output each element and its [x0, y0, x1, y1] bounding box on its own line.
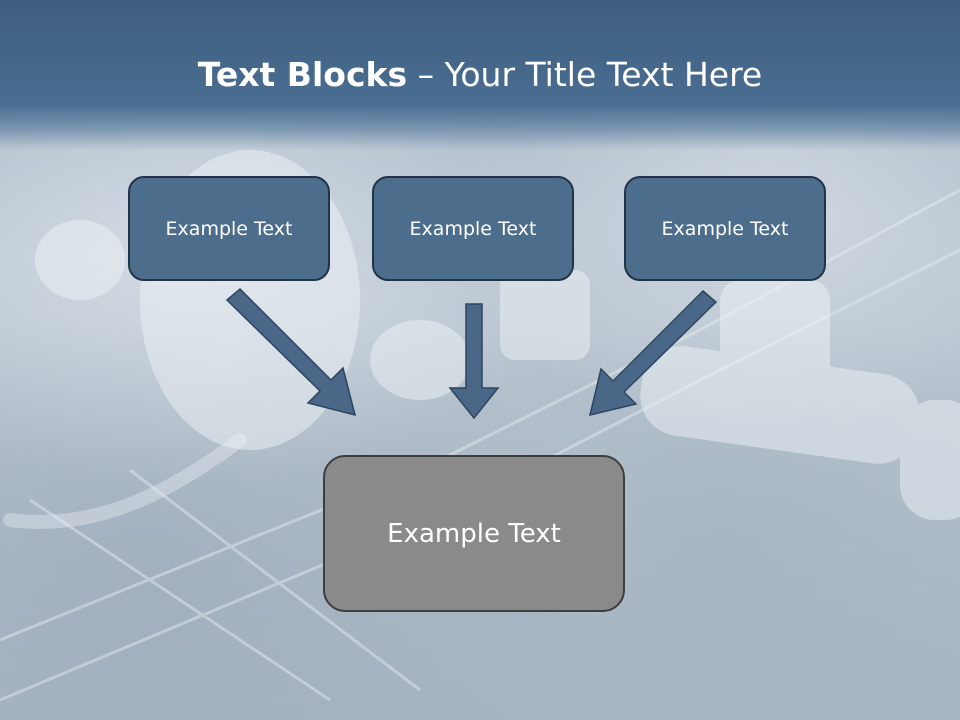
text-block-1[interactable]: Example Text — [128, 176, 330, 281]
target-text-block[interactable]: Example Text — [323, 455, 625, 612]
text-block-2[interactable]: Example Text — [372, 176, 574, 281]
arrow-left-to-center — [225, 287, 357, 417]
arrow-middle-to-center — [448, 303, 500, 420]
text-block-2-label: Example Text — [409, 217, 537, 240]
arrow-right-to-center — [588, 289, 718, 417]
title-bold: Text Blocks — [197, 55, 408, 94]
text-block-3-label: Example Text — [661, 217, 789, 240]
text-block-3[interactable]: Example Text — [624, 176, 826, 281]
slide-title: Text Blocks – Your Title Text Here — [0, 52, 960, 98]
title-bar — [0, 0, 960, 150]
title-rest: Your Title Text Here — [444, 55, 763, 94]
title-dash: – — [417, 55, 435, 94]
target-text-block-label: Example Text — [387, 518, 561, 549]
text-block-1-label: Example Text — [165, 217, 293, 240]
